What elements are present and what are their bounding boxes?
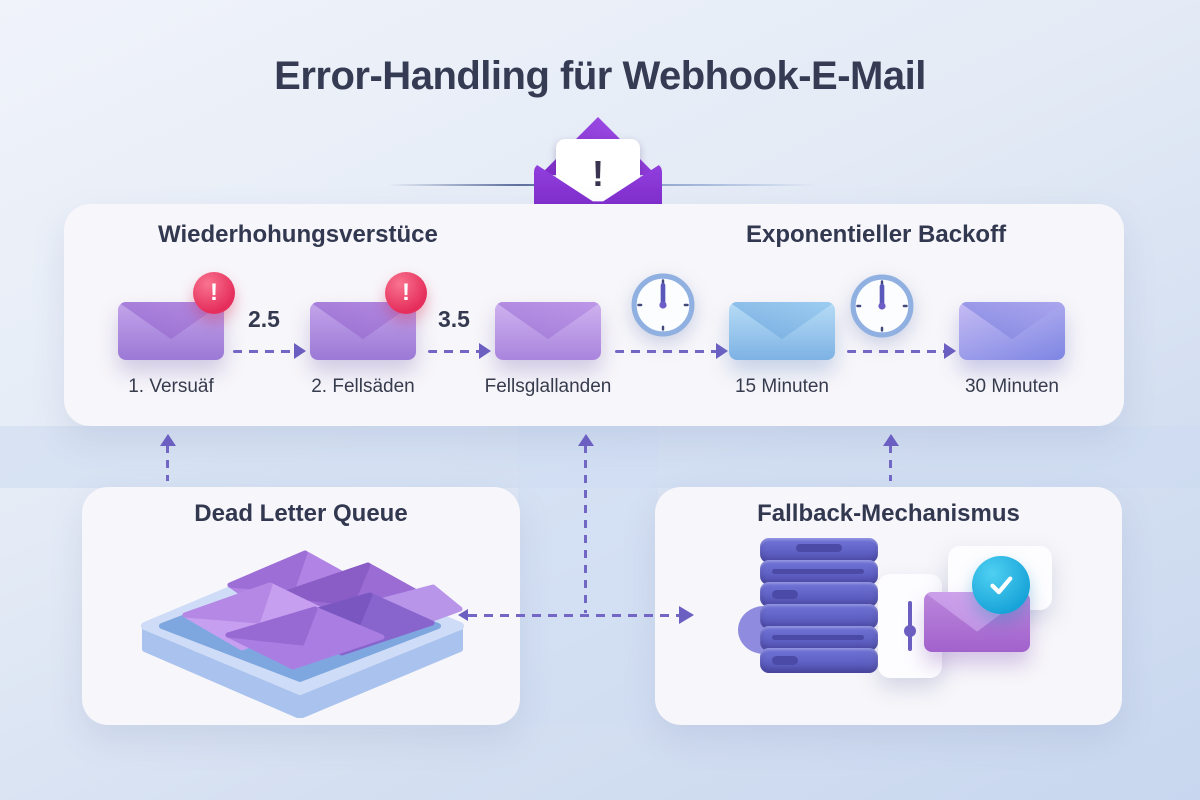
envelope-wait2-icon xyxy=(959,302,1065,360)
server-slab xyxy=(760,626,878,651)
server-slot xyxy=(772,656,798,665)
server-slab xyxy=(760,582,878,607)
arrow-failed-to-wait1 xyxy=(615,343,728,359)
arrow-wait1-to-wait2 xyxy=(847,343,956,359)
server-slab xyxy=(760,648,878,673)
server-slot xyxy=(796,544,842,552)
retry-section-heading: Wiederhohungsverstüce xyxy=(158,221,438,248)
page-title: Error-Handling für Webhook-E-Mail xyxy=(274,54,926,98)
dead-letter-tray-icon xyxy=(141,550,464,718)
dead-letter-queue-heading: Dead Letter Queue xyxy=(194,500,408,527)
clock-icon xyxy=(849,273,915,339)
slider-icon xyxy=(904,601,916,651)
wait1-label: 15 Minuten xyxy=(734,376,829,397)
arrow-dlq-to-fallback xyxy=(458,606,694,624)
arrow-fallback-to-main xyxy=(882,434,899,481)
envelope-wait1-icon xyxy=(729,302,835,360)
delay2-value: 3.5 xyxy=(438,306,470,332)
arrow-attempt1-to-attempt2 xyxy=(233,343,306,359)
envelope-attempt1-icon: ! xyxy=(118,272,235,360)
server-slot xyxy=(772,590,798,599)
server-stack-icon xyxy=(760,538,878,673)
server-slot xyxy=(772,569,864,574)
wait2-label: 30 Minuten xyxy=(964,376,1059,397)
envelope-failed-icon xyxy=(495,302,601,360)
backoff-section-heading: Exponentieller Backoff xyxy=(746,221,1007,248)
background-band-vertical xyxy=(518,426,658,726)
error-badge-icon: ! xyxy=(385,272,427,314)
envelope-attempt2-icon: ! xyxy=(310,272,427,360)
delay1-value: 2.5 xyxy=(248,306,280,332)
attempt2-label: 2. Fellsäden xyxy=(311,376,415,397)
server-slab xyxy=(760,604,878,629)
server-slot xyxy=(772,635,864,640)
arrow-attempt2-to-failed xyxy=(428,343,491,359)
fallback-heading: Fallback-Mechanismus xyxy=(757,500,1020,527)
arrow-dlq-to-main xyxy=(159,434,176,481)
server-slab xyxy=(760,560,878,585)
attempt1-label: 1. Versuäf xyxy=(128,376,214,397)
arrow-connector-to-main xyxy=(577,434,594,613)
server-slab xyxy=(760,538,878,563)
error-badge-icon: ! xyxy=(193,272,235,314)
clock-icon xyxy=(630,272,696,338)
success-check-icon xyxy=(972,556,1030,614)
failed-label: Fellsglallanden xyxy=(484,376,612,397)
